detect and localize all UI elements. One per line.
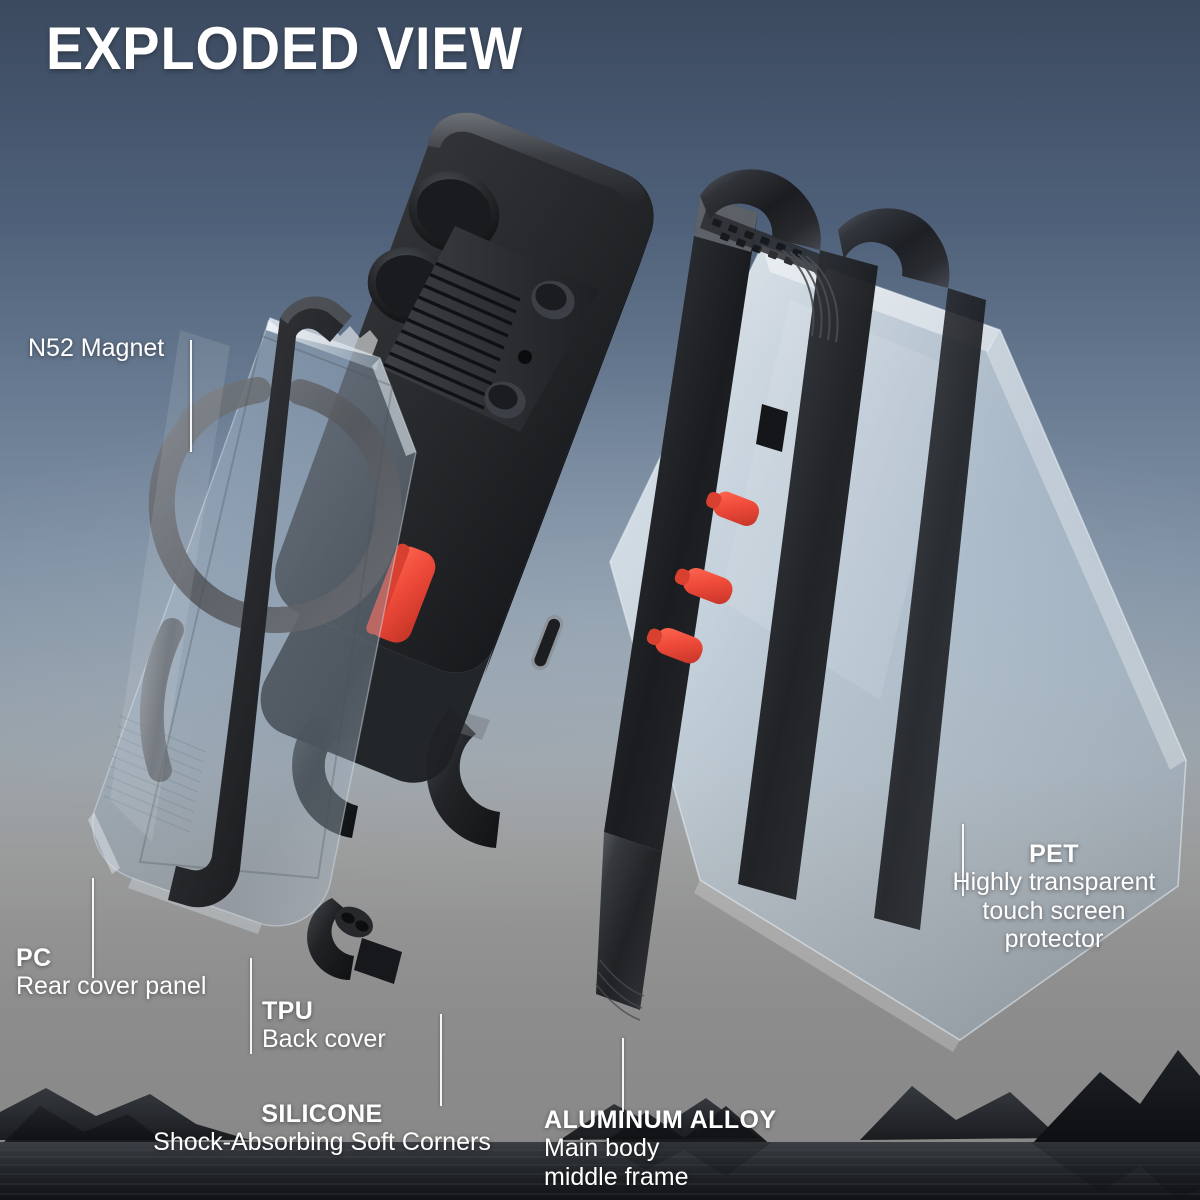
callout-tpu-head: TPU xyxy=(262,997,314,1025)
leader-line-pet xyxy=(962,824,964,896)
callout-tpu: TPU Back cover xyxy=(262,997,386,1054)
callout-silicone: SILICONE Shock-Absorbing Soft Corners xyxy=(124,1100,520,1157)
part-tpu-left-rail xyxy=(168,296,352,908)
leader-line-tpu xyxy=(250,958,252,1054)
leader-line-n52-magnet xyxy=(190,340,192,452)
callout-pc-desc: Rear cover panel xyxy=(16,972,207,1000)
callout-pet-head: PET xyxy=(1029,840,1079,868)
callout-aluminum-alloy-head: ALUMINUM ALLOY xyxy=(544,1106,777,1134)
callout-aluminum-alloy: ALUMINUM ALLOY Main body middle frame xyxy=(544,1106,776,1191)
callout-aluminum-alloy-desc: Main body middle frame xyxy=(544,1134,689,1191)
callout-n52-magnet: N52 Magnet xyxy=(28,334,164,363)
part-red-buttons-frame xyxy=(646,491,760,664)
callout-pc-head: PC xyxy=(16,944,52,972)
callout-n52-magnet-head: N52 Magnet xyxy=(28,334,165,362)
n52-magnet-ring xyxy=(139,377,402,782)
part-aluminum-middle-frame xyxy=(595,169,986,1021)
callout-silicone-head: SILICONE xyxy=(261,1100,383,1128)
callout-silicone-desc: Shock-Absorbing Soft Corners xyxy=(153,1128,491,1156)
callout-pc: PC Rear cover panel xyxy=(16,944,206,1001)
leader-line-pc xyxy=(92,878,94,978)
callout-pet: PET Highly transparent touch screen prot… xyxy=(908,840,1200,954)
leader-line-aluminum-alloy xyxy=(622,1038,624,1112)
leader-line-silicone xyxy=(440,1014,442,1106)
page-title: EXPLODED VIEW xyxy=(46,15,524,82)
part-tpu-back-cover xyxy=(260,112,654,783)
callout-pet-desc: Highly transparent touch screen protecto… xyxy=(952,868,1156,953)
mountain-scenery xyxy=(0,1020,1200,1200)
callout-tpu-desc: Back cover xyxy=(262,1025,386,1053)
